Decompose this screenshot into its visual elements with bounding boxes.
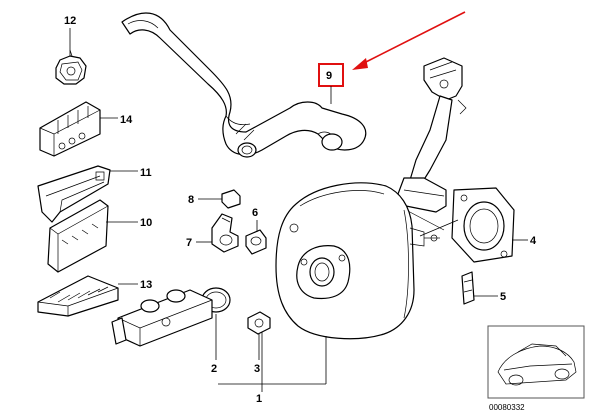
callout-1: 1 [256, 393, 262, 405]
part-5-clip[interactable] [461, 271, 475, 305]
callout-10: 10 [140, 217, 152, 229]
part-13-grommet-strip[interactable] [37, 275, 119, 317]
part-8-grommet[interactable] [221, 189, 241, 209]
diagram-reference-number: 00080332 [489, 403, 525, 412]
part-4-gasket-plate[interactable] [451, 187, 515, 263]
callout-9: 9 [326, 70, 332, 82]
callout-3: 3 [254, 363, 260, 375]
callout-4: 4 [530, 235, 537, 247]
part-6-bushing[interactable] [245, 229, 267, 255]
callout-13: 13 [140, 279, 152, 291]
part-3-nut[interactable] [247, 311, 271, 335]
brake-master-cylinder[interactable] [111, 289, 213, 347]
callout-6: 6 [252, 207, 258, 219]
brake-pedal-assembly[interactable] [397, 57, 467, 213]
part-9-vacuum-hose[interactable] [121, 12, 367, 158]
part-14-holder[interactable] [39, 101, 101, 157]
callout-8: 8 [188, 194, 194, 206]
vehicle-location-inset [487, 325, 585, 399]
callout-2: 2 [211, 363, 217, 375]
callout-5: 5 [500, 291, 506, 303]
part-10-cover[interactable] [47, 199, 109, 273]
part-1-brake-booster[interactable] [275, 182, 440, 340]
highlight-arrow [352, 11, 466, 70]
callout-14: 14 [120, 114, 133, 126]
callout-7: 7 [186, 237, 192, 249]
part-7-check-valve[interactable] [211, 213, 239, 253]
part-12-clip[interactable] [55, 49, 87, 85]
callout-11: 11 [140, 167, 152, 179]
part-11-bracket[interactable] [37, 165, 111, 223]
callout-12: 12 [64, 15, 76, 27]
